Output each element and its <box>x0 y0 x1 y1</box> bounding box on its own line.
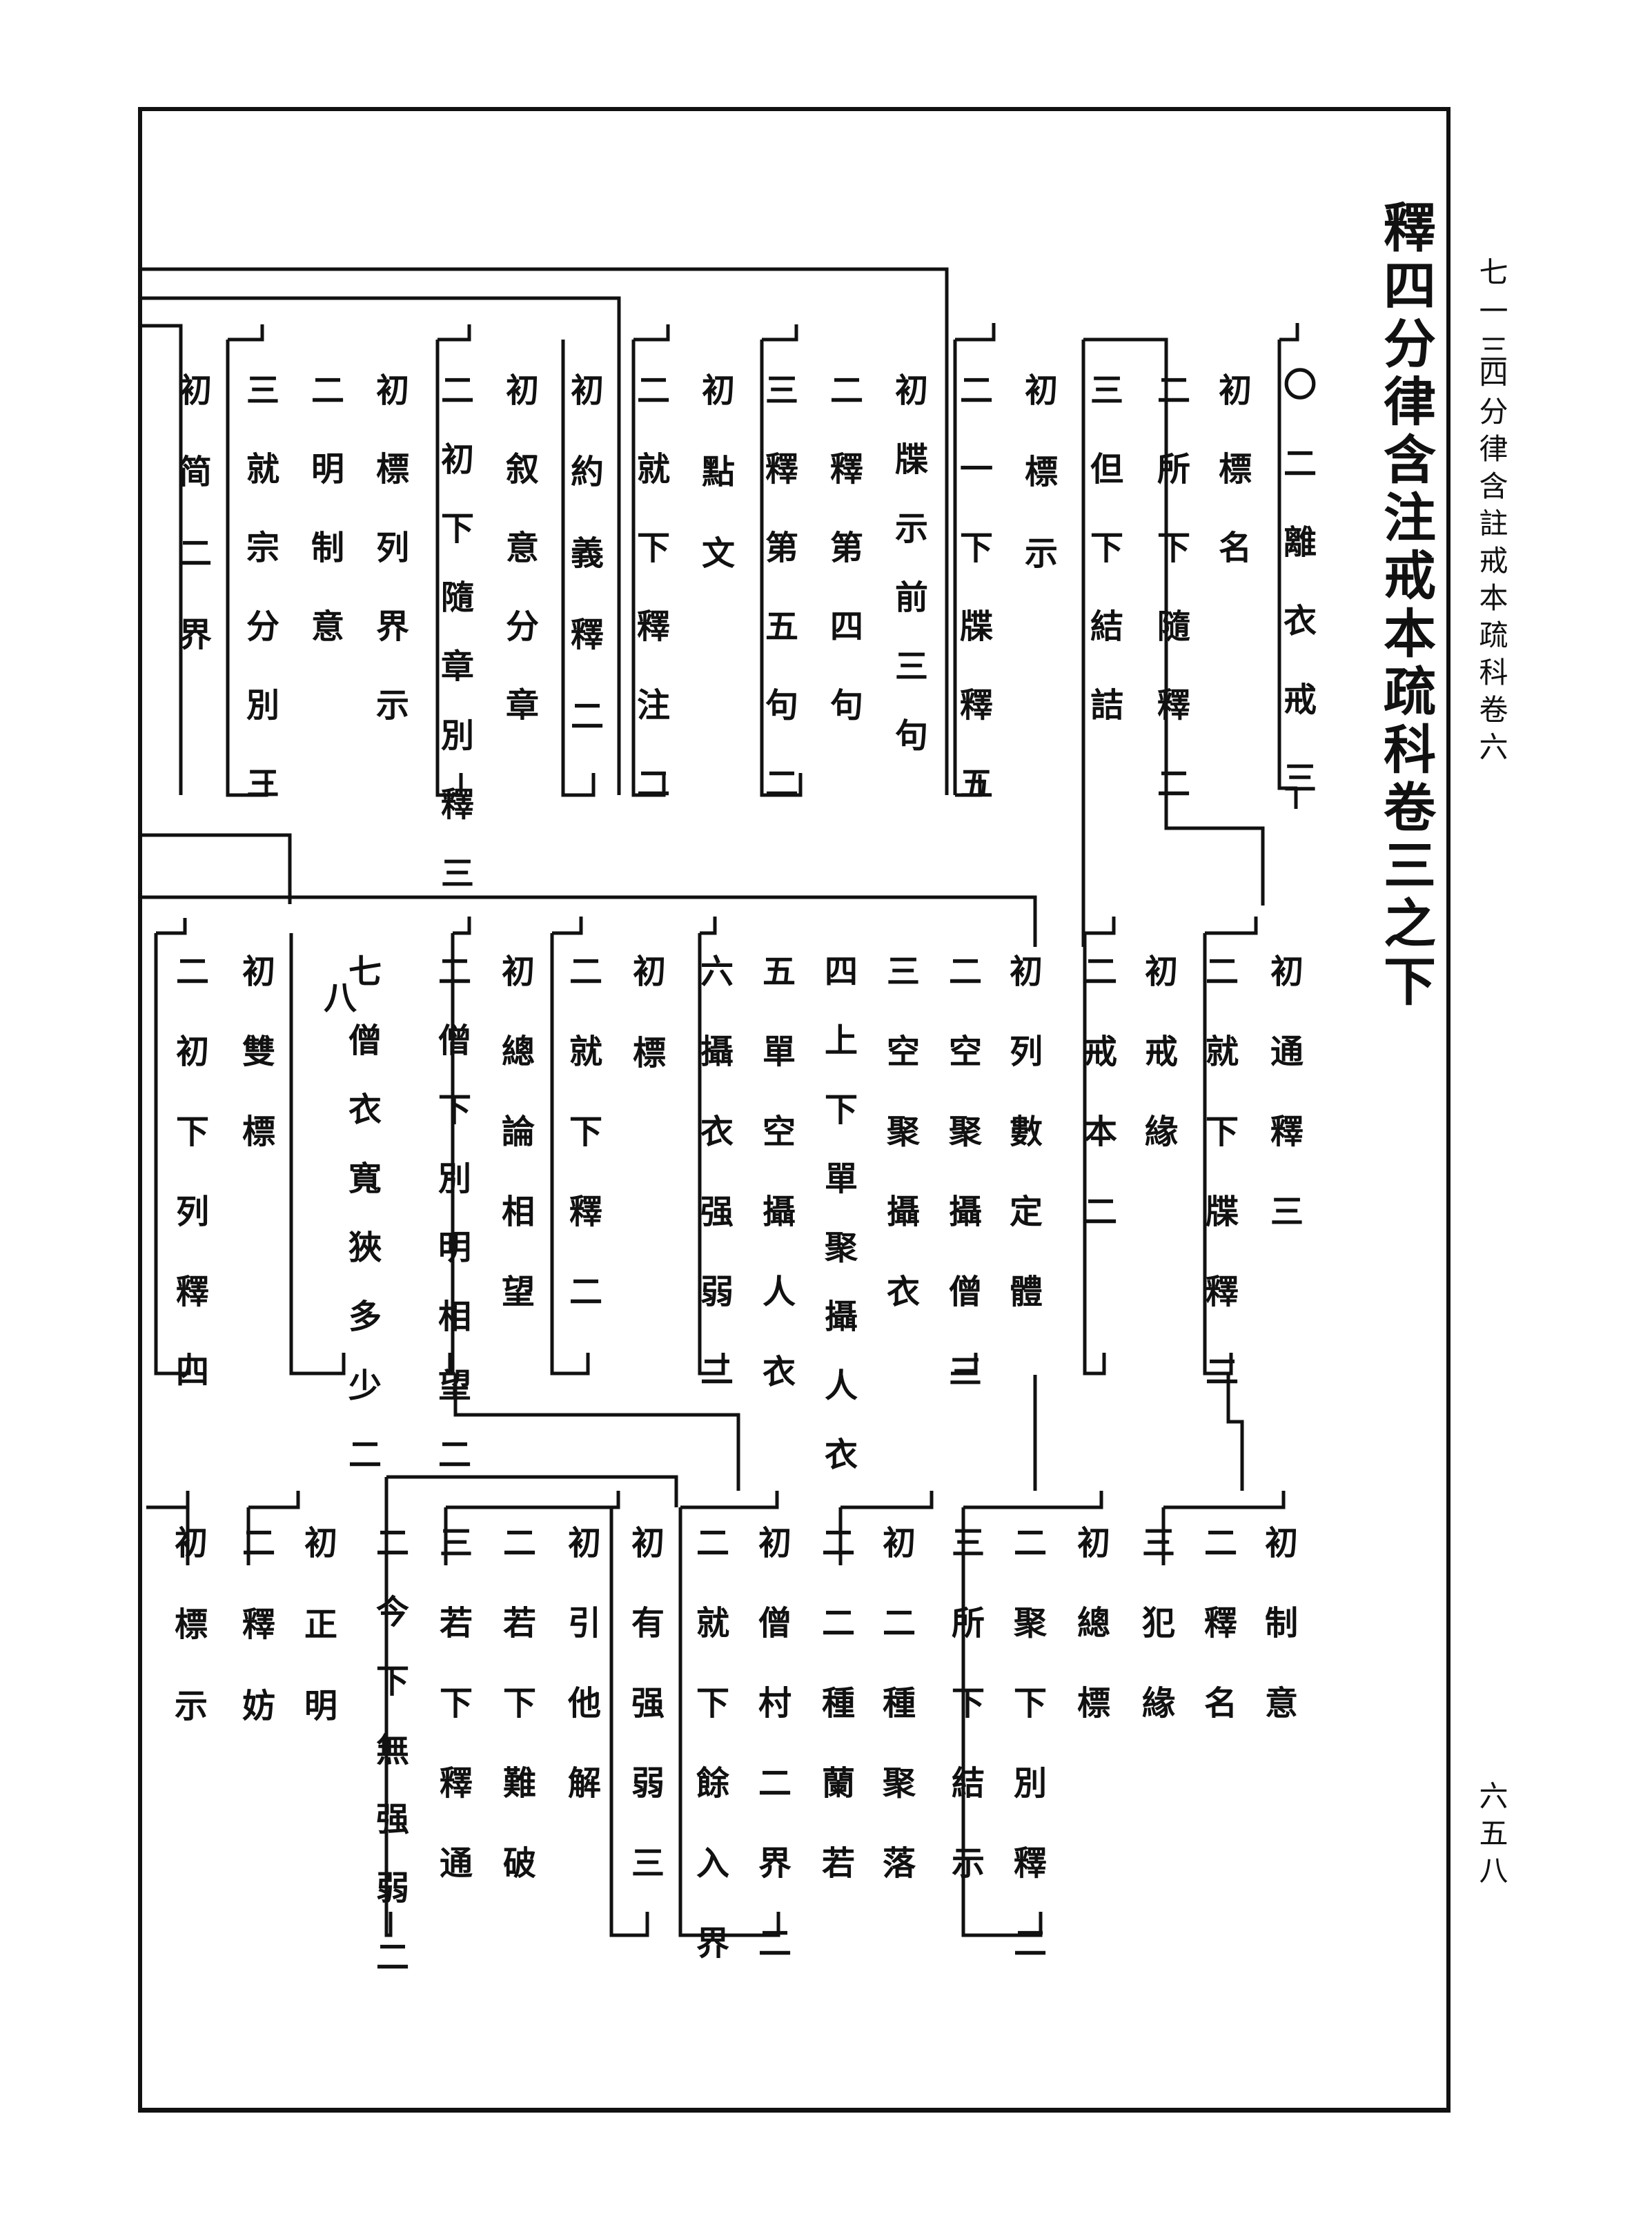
outline-entry: 二釋第四句 <box>824 373 863 766</box>
outline-entry: 五單空攝人衣 <box>756 954 795 1434</box>
outline-entry: 三若下釋通 <box>433 1525 472 1926</box>
outline-entry: 四上下單聚攝人衣 <box>818 954 857 1506</box>
outline-entry: 初戒緣 <box>1139 954 1177 1194</box>
outline-entry: 二就下釋二 <box>563 954 602 1354</box>
outline-entry: 二一下牒釋五 <box>954 373 992 845</box>
outline-entry: 二明制意 <box>305 373 344 687</box>
outline-entry: 初標列界示 <box>370 373 409 766</box>
outline-entry: 二所下隨釋二 <box>1151 373 1190 845</box>
volume-number: 七一三 <box>1475 257 1508 373</box>
outline-entry: 〇二離衣戒三 <box>1277 367 1316 839</box>
outline-entry: 初引他解 <box>562 1525 600 1846</box>
page-number: 六五八 <box>1475 1781 1508 1892</box>
outline-entry: 初正明 <box>298 1525 337 1770</box>
outline-entry: 初總標 <box>1071 1525 1110 1765</box>
outline-entry: 初有强弱三 <box>625 1525 664 1926</box>
outline-entry: 初標示 <box>1019 373 1057 617</box>
outline-entry: 二就下釋注二 <box>631 373 669 845</box>
outline-entry: 二若下難破 <box>497 1525 535 1926</box>
outline-entry: 初牒示前三句 <box>889 373 927 787</box>
outline-entry: 二初下隨章別釋三 <box>435 373 473 925</box>
outline-entry: 初約義釋二 <box>564 373 603 780</box>
page-frame <box>138 107 1451 2113</box>
outline-entry: 初點文 <box>696 373 734 617</box>
outline-entry: 初僧村二界二 <box>752 1525 791 2006</box>
outline-entry: 八 <box>317 980 356 1060</box>
outline-entry: 二就下餘入界 <box>690 1525 729 2006</box>
outline-entry: 三就宗分別三 <box>240 373 279 845</box>
outline-entry: 二釋妨 <box>236 1525 275 1770</box>
outline-entry: 初简二界 <box>173 373 211 698</box>
outline-entry: 初二種聚落 <box>876 1525 915 1926</box>
outline-entry: 三但下結詰 <box>1084 373 1123 766</box>
outline-entry: 二二種蘭若 <box>816 1525 854 1926</box>
outline-entry: 三釋第五句二 <box>759 373 798 845</box>
outline-entry: 初標示 <box>168 1525 207 1770</box>
outline-entry: 七僧衣寬狹多少二 <box>342 954 381 1506</box>
outline-entry: 初雙標 <box>236 954 275 1194</box>
outline-entry: 初列數定體 <box>1003 954 1042 1354</box>
outline-entry: 三犯緣 <box>1136 1525 1174 1765</box>
outline-entry: 初標名 <box>1212 373 1251 609</box>
outline-entry: 初制意 <box>1259 1525 1297 1765</box>
outline-entry: 初叙意分章 <box>500 373 538 766</box>
outline-entry: 初標 <box>627 954 665 1117</box>
chapter-title: 釋四分律含注戒本疏科卷三之下 <box>1375 200 1436 1012</box>
outline-entry: 初通釋三 <box>1264 954 1303 1274</box>
book-title-margin: 四分律含註戒本疏科卷六 <box>1475 359 1508 769</box>
outline-entry: 二釋名 <box>1198 1525 1237 1765</box>
outline-entry: 三空聚攝衣 <box>881 954 919 1354</box>
outline-entry: 初總論相望 <box>495 954 534 1354</box>
